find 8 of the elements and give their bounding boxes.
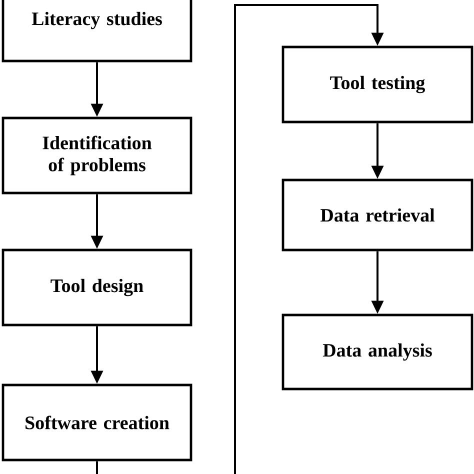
arrow (96, 4, 384, 474)
process-box: Identification of problems (2, 116, 192, 194)
process-box: Tool testing (282, 46, 474, 124)
process-box: Tool design (2, 248, 192, 326)
process-box: Data analysis (282, 314, 474, 390)
process-box: Software creation (2, 384, 192, 462)
process-box: Literacy studies (2, 0, 192, 62)
process-box: Data retrieval (282, 178, 474, 252)
